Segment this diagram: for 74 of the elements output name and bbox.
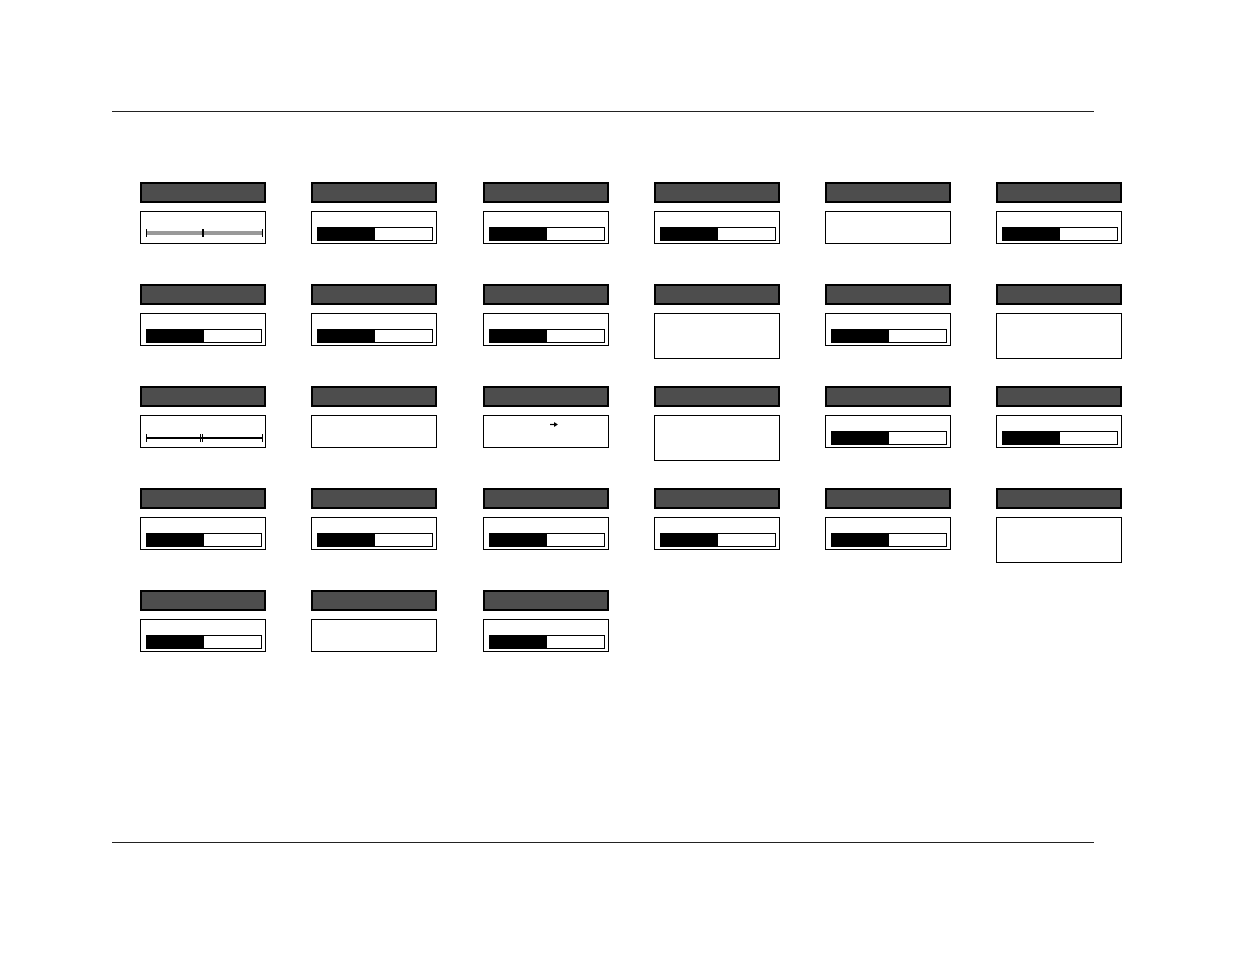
progress-bar: [146, 329, 262, 343]
header-bar: [654, 182, 780, 203]
header-bar: [825, 386, 951, 407]
progress-bar: [317, 533, 433, 547]
progress-bar: [146, 533, 262, 547]
arrow-icon: [550, 422, 558, 427]
display-panel: [996, 313, 1122, 359]
progress-bar: [489, 635, 605, 649]
progress-bar: [489, 533, 605, 547]
progress-bar: [489, 227, 605, 241]
header-bar: [996, 488, 1122, 509]
display-panel: [140, 415, 266, 448]
header-bar: [483, 488, 609, 509]
display-panel: [654, 517, 780, 550]
display-panel: [311, 313, 437, 346]
header-bar: [311, 182, 437, 203]
header-bar: [483, 590, 609, 611]
progress-bar: [146, 635, 262, 649]
header-bar: [483, 182, 609, 203]
progress-bar: [660, 533, 776, 547]
header-bar: [140, 182, 266, 203]
header-bar: [311, 590, 437, 611]
header-bar: [996, 182, 1122, 203]
display-panel: [483, 313, 609, 346]
header-bar: [140, 590, 266, 611]
display-panel: [140, 313, 266, 346]
progress-bar: [831, 431, 947, 445]
display-panel: [311, 517, 437, 550]
display-panel: [483, 211, 609, 244]
display-panel: [311, 415, 437, 448]
progress-bar: [1002, 431, 1118, 445]
display-panel: [140, 619, 266, 652]
display-panel: [483, 619, 609, 652]
display-panel: [996, 517, 1122, 563]
display-panel: [996, 415, 1122, 448]
header-bar: [311, 386, 437, 407]
progress-bar: [660, 227, 776, 241]
header-bar: [996, 284, 1122, 305]
display-panel: [654, 415, 780, 461]
display-panel: [825, 415, 951, 448]
display-panel: [311, 619, 437, 652]
header-bar: [140, 284, 266, 305]
header-bar: [311, 284, 437, 305]
display-panel: [140, 211, 266, 244]
header-bar: [825, 284, 951, 305]
header-bar: [654, 284, 780, 305]
display-panel: [825, 313, 951, 346]
slider: [146, 228, 263, 238]
header-bar: [825, 182, 951, 203]
display-panel: [140, 517, 266, 550]
header-bar: [654, 488, 780, 509]
progress-bar: [317, 329, 433, 343]
display-panel: [311, 211, 437, 244]
display-panel: [825, 517, 951, 550]
display-panel: [483, 415, 609, 448]
progress-bar: [317, 227, 433, 241]
display-panel: [825, 211, 951, 244]
header-bar: [140, 488, 266, 509]
header-bar: [483, 284, 609, 305]
display-panel: [996, 211, 1122, 244]
header-bar: [825, 488, 951, 509]
display-panel: [483, 517, 609, 550]
header-bar: [311, 488, 437, 509]
progress-bar: [831, 329, 947, 343]
header-bar: [654, 386, 780, 407]
header-bar: [996, 386, 1122, 407]
progress-bar: [1002, 227, 1118, 241]
header-bar: [140, 386, 266, 407]
progress-bar: [489, 329, 605, 343]
display-panel: [654, 211, 780, 244]
display-panel: [654, 313, 780, 359]
slider: [146, 433, 263, 443]
header-bar: [483, 386, 609, 407]
progress-bar: [831, 533, 947, 547]
